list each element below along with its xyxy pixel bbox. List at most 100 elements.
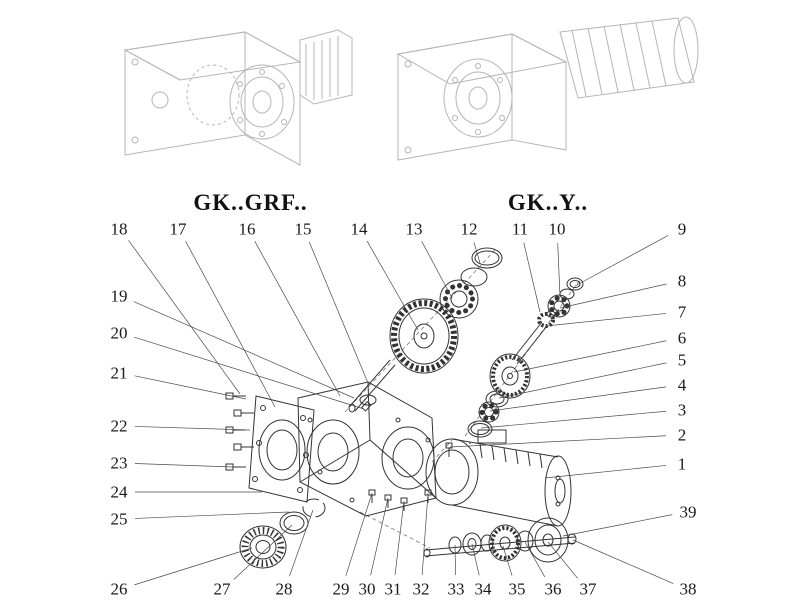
leader-line-34 xyxy=(471,543,480,576)
gearbox-variant-grf-drawing xyxy=(123,29,353,166)
callout-6: 6 xyxy=(678,329,687,348)
large-gear xyxy=(389,298,459,374)
leader-line-39 xyxy=(562,514,673,537)
callout-23: 23 xyxy=(111,454,128,473)
mounting-bolts-left xyxy=(225,392,254,471)
callout-12: 12 xyxy=(461,220,478,239)
callout-1: 1 xyxy=(678,455,687,474)
callout-32: 32 xyxy=(413,580,430,599)
callout-33: 33 xyxy=(448,580,465,599)
leader-line-33 xyxy=(454,544,456,576)
main-shaft xyxy=(348,359,396,413)
output-roller-bearing xyxy=(239,525,287,569)
main-bearing xyxy=(439,279,479,319)
intermediate-ring xyxy=(485,390,509,408)
leader-line-17 xyxy=(185,241,276,408)
snap-ring xyxy=(302,498,326,518)
leader-line-27 xyxy=(233,524,293,580)
callout-29: 29 xyxy=(333,580,350,599)
callout-5: 5 xyxy=(678,351,687,370)
callout-27: 27 xyxy=(214,580,232,599)
leader-line-31 xyxy=(394,500,405,576)
axis-line-motor xyxy=(431,439,453,463)
axis-line-output xyxy=(359,511,431,549)
callout-25: 25 xyxy=(111,510,128,529)
leader-line-4 xyxy=(489,386,667,412)
leader-line-13 xyxy=(421,241,453,299)
output-ring xyxy=(516,530,534,552)
housing-lower-bolts xyxy=(368,489,432,511)
leader-line-11 xyxy=(523,242,541,313)
callout-38: 38 xyxy=(680,580,697,599)
intermediate-gear xyxy=(489,353,531,399)
leader-line-3 xyxy=(480,410,667,429)
leader-line-12 xyxy=(473,242,481,264)
leader-line-37 xyxy=(547,541,578,579)
callout-39: 39 xyxy=(680,503,697,522)
output-gear xyxy=(488,524,522,562)
retaining-ring xyxy=(460,267,488,287)
leader-line-21 xyxy=(134,375,247,400)
callout-10: 10 xyxy=(549,220,566,239)
axis-line-upper xyxy=(344,249,496,413)
leader-line-23 xyxy=(134,463,234,468)
leader-line-20 xyxy=(134,336,365,410)
callout-26: 26 xyxy=(111,580,128,599)
callout-3: 3 xyxy=(678,401,687,420)
callout-17: 17 xyxy=(170,220,188,239)
callout-16: 16 xyxy=(239,220,256,239)
callout-18: 18 xyxy=(111,220,128,239)
callout-24: 24 xyxy=(111,483,129,502)
callout-35: 35 xyxy=(509,580,526,599)
variant-label-gkgrf: GK..GRF.. xyxy=(193,190,308,215)
leader-line-35 xyxy=(502,545,513,576)
leader-line-8 xyxy=(559,283,667,309)
leader-line-15 xyxy=(308,241,369,384)
o-ring xyxy=(471,247,503,269)
callout-2: 2 xyxy=(678,426,687,445)
intermediate-bearing xyxy=(478,401,500,423)
leader-line-28 xyxy=(289,509,314,576)
leader-line-2 xyxy=(449,435,667,448)
leader-line-10 xyxy=(557,242,561,298)
callout-31: 31 xyxy=(385,580,402,599)
variant-label-gky: GK..Y.. xyxy=(507,190,589,215)
leader-line-14 xyxy=(366,240,419,331)
leader-line-19 xyxy=(133,301,355,399)
callout-22: 22 xyxy=(111,417,128,436)
gearbox-variant-y-drawing xyxy=(396,16,699,161)
exploded-view-drawing xyxy=(225,247,584,569)
leader-line-36 xyxy=(524,541,546,578)
input-spacer-ring xyxy=(559,288,575,300)
output-end-nut xyxy=(567,533,577,545)
callout-14: 14 xyxy=(351,220,369,239)
callout-19: 19 xyxy=(111,287,128,306)
callout-7: 7 xyxy=(678,303,687,322)
callout-11: 11 xyxy=(512,220,528,239)
callout-30: 30 xyxy=(359,580,376,599)
leader-line-29 xyxy=(345,492,373,576)
leader-line-7 xyxy=(545,313,667,327)
callout-9: 9 xyxy=(678,220,687,239)
callout-36: 36 xyxy=(545,580,562,599)
callout-13: 13 xyxy=(406,220,423,239)
callout-8: 8 xyxy=(678,272,687,291)
leader-line-9 xyxy=(574,235,669,287)
callout-21: 21 xyxy=(111,364,128,383)
leader-line-38 xyxy=(572,539,674,584)
leader-line-22 xyxy=(134,426,251,431)
flange-plate xyxy=(248,395,315,503)
input-seal-ring xyxy=(566,277,584,291)
callout-15: 15 xyxy=(295,220,312,239)
leader-line-25 xyxy=(134,511,290,519)
leader-line-32 xyxy=(421,492,429,576)
input-bearing xyxy=(547,294,571,318)
leader-line-6 xyxy=(513,340,667,373)
callout-37: 37 xyxy=(580,580,598,599)
callout-34: 34 xyxy=(475,580,493,599)
callout-20: 20 xyxy=(111,324,128,343)
motor-flange-bolt xyxy=(445,442,453,457)
leader-line-18 xyxy=(128,240,241,395)
leader-line-5 xyxy=(498,362,667,399)
